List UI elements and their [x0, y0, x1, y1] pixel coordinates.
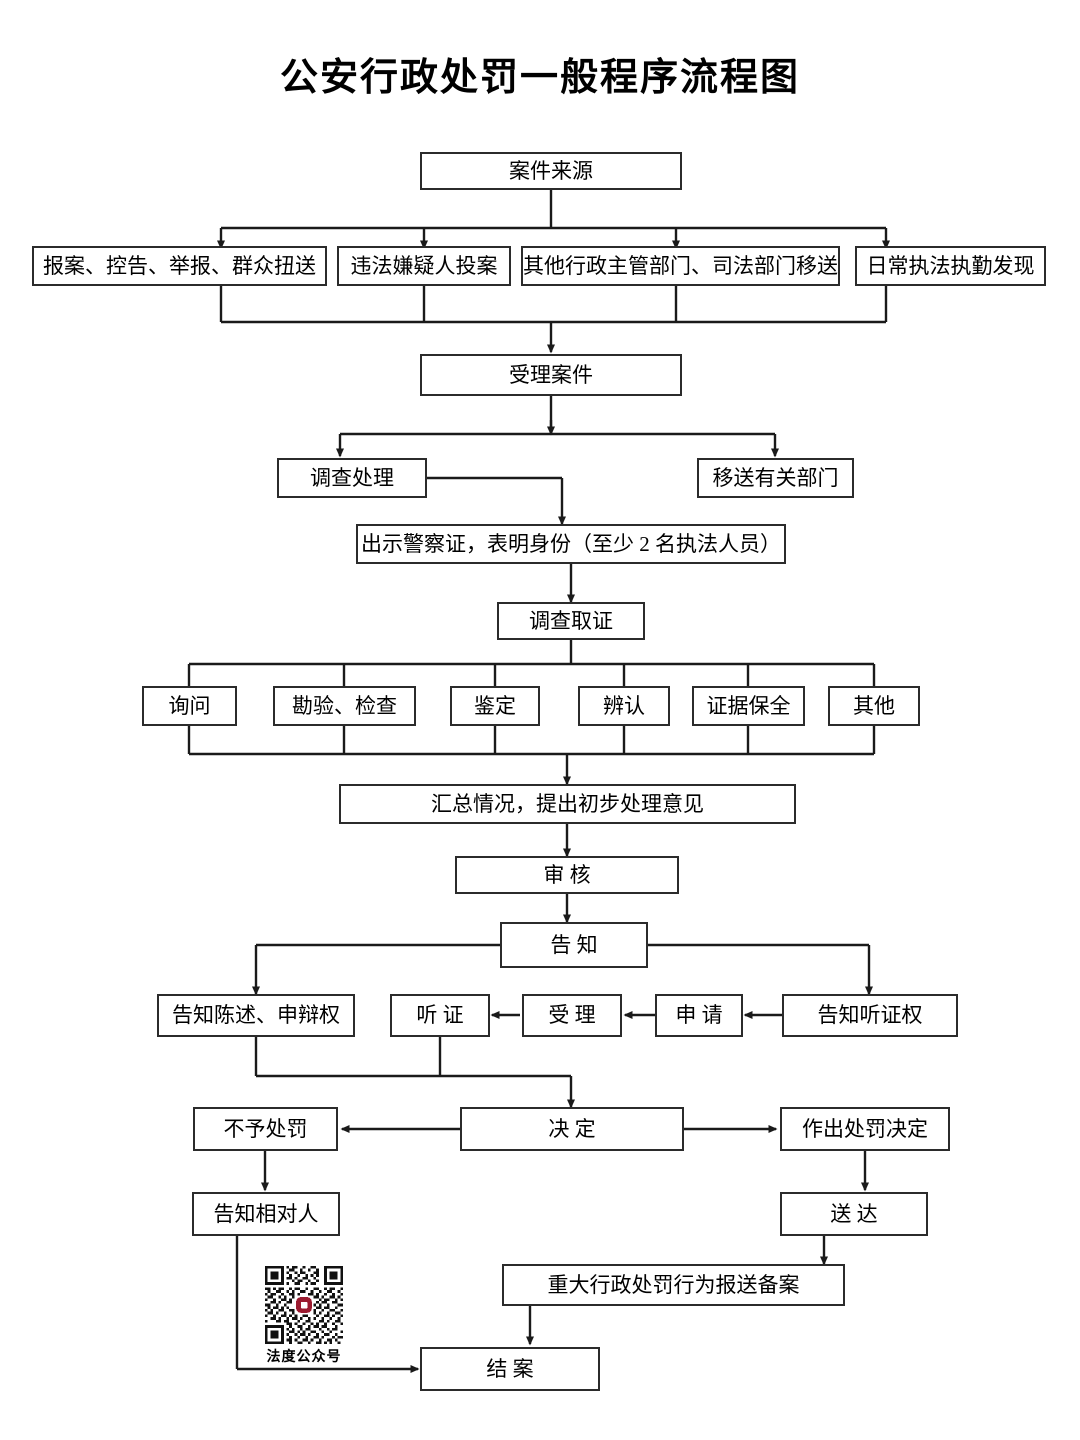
- node-evidence-preserve[interactable]: 证据保全: [692, 686, 805, 726]
- node-source-surrender[interactable]: 违法嫌疑人投案: [337, 246, 511, 286]
- node-case-source[interactable]: 案件来源: [420, 152, 682, 190]
- node-decision[interactable]: 决 定: [460, 1107, 684, 1151]
- node-close-case[interactable]: 结 案: [420, 1347, 600, 1391]
- node-evidence-identify[interactable]: 辨认: [578, 686, 670, 726]
- node-investigate-handle[interactable]: 调查处理: [277, 458, 427, 498]
- node-apply-hearing[interactable]: 申 请: [655, 994, 743, 1037]
- node-notify[interactable]: 告 知: [500, 922, 648, 968]
- node-no-penalty[interactable]: 不予处罚: [193, 1107, 338, 1151]
- node-source-report[interactable]: 报案、控告、举报、群众扭送: [32, 246, 327, 286]
- node-accept-case[interactable]: 受理案件: [420, 354, 682, 396]
- node-transfer-department[interactable]: 移送有关部门: [697, 458, 854, 498]
- node-summarize[interactable]: 汇总情况，提出初步处理意见: [339, 784, 796, 824]
- qr-code-block: 法度公众号: [262, 1266, 346, 1366]
- node-evidence-other[interactable]: 其他: [828, 686, 920, 726]
- node-make-penalty[interactable]: 作出处罚决定: [780, 1107, 950, 1151]
- node-evidence-appraisal[interactable]: 鉴定: [450, 686, 540, 726]
- node-source-patrol[interactable]: 日常执法执勤发现: [855, 246, 1046, 286]
- node-accept-hearing[interactable]: 受 理: [522, 994, 622, 1037]
- node-serve[interactable]: 送 达: [780, 1192, 928, 1236]
- node-show-id[interactable]: 出示警察证，表明身份（至少 2 名执法人员）: [356, 524, 786, 564]
- qr-code-icon: [265, 1266, 343, 1344]
- node-collect-evidence[interactable]: 调查取证: [497, 602, 645, 640]
- node-evidence-survey[interactable]: 勘验、检查: [273, 686, 416, 726]
- node-notify-hearing-right[interactable]: 告知听证权: [782, 994, 958, 1037]
- node-review[interactable]: 审 核: [455, 856, 679, 894]
- page-title: 公安行政处罚一般程序流程图: [279, 57, 800, 99]
- node-source-transfer[interactable]: 其他行政主管部门、司法部门移送: [521, 246, 840, 286]
- node-hearing[interactable]: 听 证: [390, 994, 490, 1037]
- node-major-filing[interactable]: 重大行政处罚行为报送备案: [502, 1264, 845, 1306]
- qr-code-label: 法度公众号: [266, 1348, 342, 1364]
- node-notify-statement-right[interactable]: 告知陈述、申辩权: [157, 994, 355, 1037]
- node-notify-party[interactable]: 告知相对人: [192, 1192, 340, 1236]
- node-evidence-inquiry[interactable]: 询问: [142, 686, 237, 726]
